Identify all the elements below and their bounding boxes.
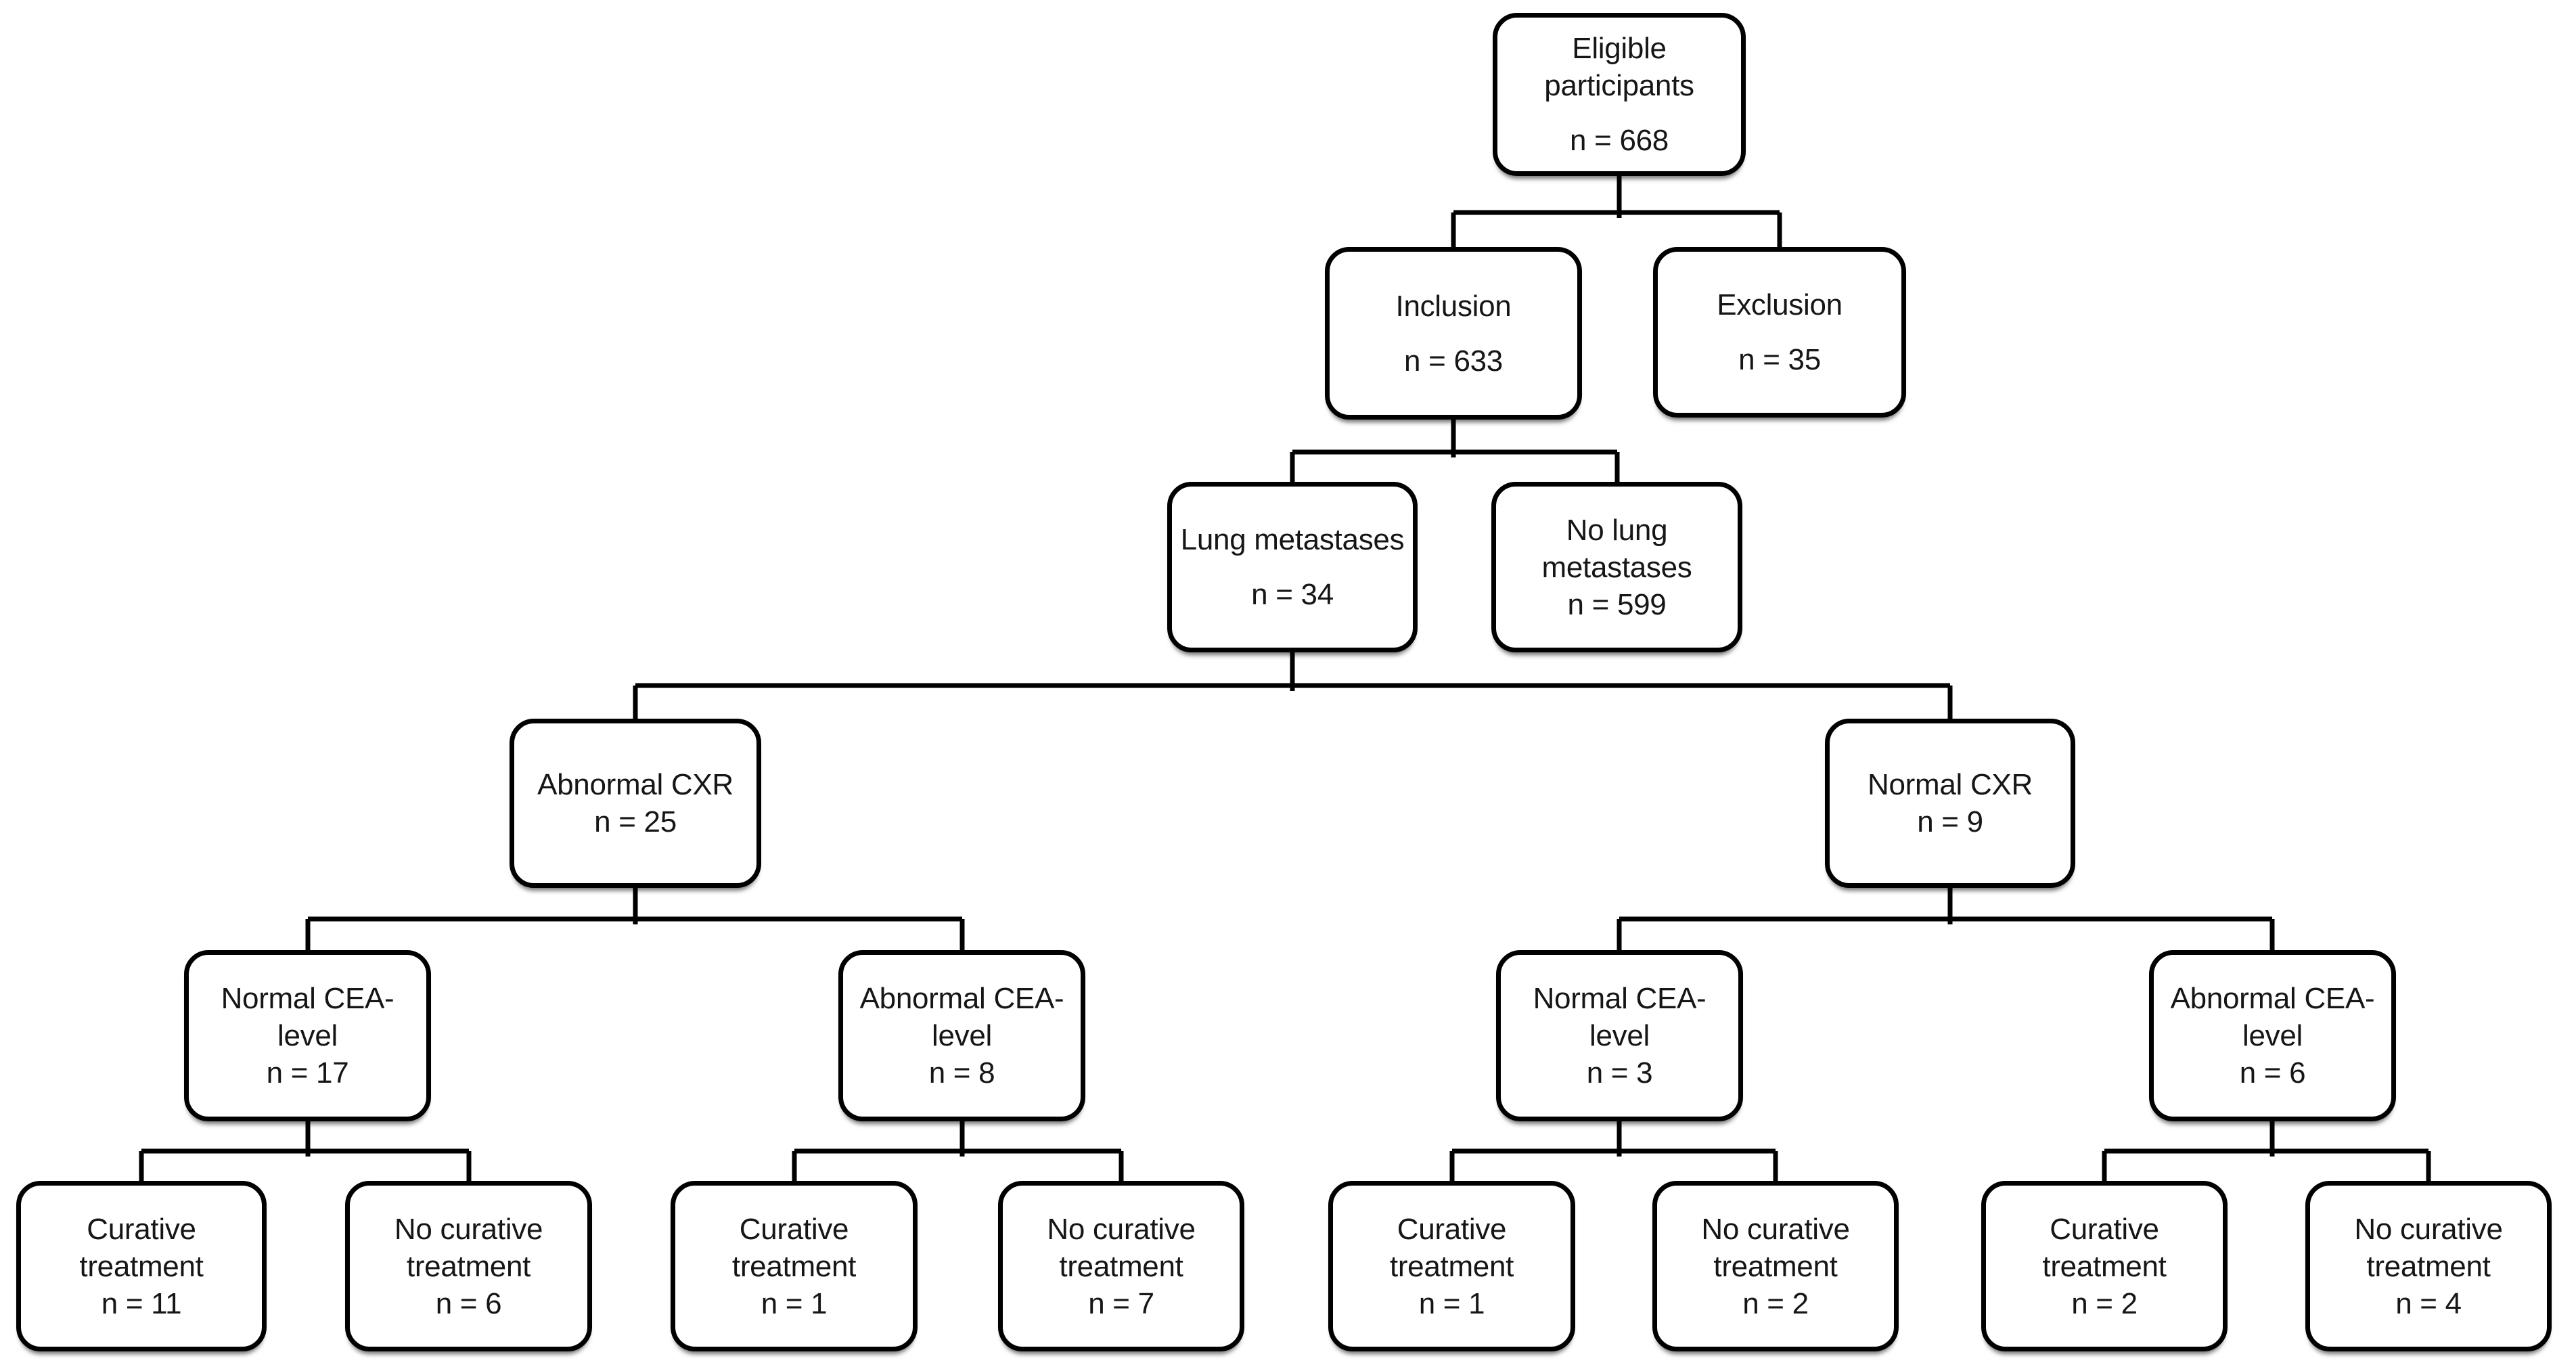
node-count: n = 17 <box>266 1056 349 1090</box>
connector-abnormal-cea-b-children <box>2102 1117 2431 1184</box>
node-label: Abnormal CEA-level <box>859 982 1064 1052</box>
node-count: n = 7 <box>1088 1286 1154 1320</box>
node-count: n = 4 <box>2395 1286 2462 1320</box>
node-normal-cea-level-left: Normal CEA-level n = 17 <box>184 950 431 1121</box>
connector-eligible-children <box>1451 171 1782 252</box>
node-count: n = 34 <box>1251 578 1334 611</box>
node-count: n = 1 <box>1418 1286 1485 1320</box>
connector-lung-children <box>633 648 1953 721</box>
node-label: No curative treatment <box>1047 1212 1196 1283</box>
node-no-curative-treatment-2: No curative treatment n = 7 <box>998 1181 1244 1351</box>
node-normal-cxr: Normal CXR n = 9 <box>1825 719 2075 888</box>
node-count: n = 6 <box>435 1286 502 1320</box>
node-count: n = 2 <box>2071 1286 2138 1320</box>
node-curative-treatment-3: Curative treatment n = 1 <box>1328 1181 1575 1351</box>
node-abnormal-cxr: Abnormal CXR n = 25 <box>510 719 761 888</box>
node-label: Abnormal CEA-level <box>2170 982 2375 1052</box>
node-no-curative-treatment-3: No curative treatment n = 2 <box>1652 1181 1899 1351</box>
node-count: n = 633 <box>1404 344 1503 378</box>
connector-inclusion-children <box>1290 418 1620 486</box>
node-no-curative-treatment-1: No curative treatment n = 6 <box>345 1181 592 1351</box>
connector-normal-cea-a-children <box>139 1117 472 1184</box>
node-count: n = 8 <box>928 1056 995 1090</box>
node-label: No lung metastases <box>1541 513 1692 584</box>
node-abnormal-cea-level-left: Abnormal CEA-level n = 8 <box>838 950 1085 1121</box>
node-count: n = 599 <box>1567 587 1667 621</box>
node-count: n = 25 <box>594 805 677 838</box>
node-label: Abnormal CXR <box>537 768 733 801</box>
node-inclusion: Inclusion n = 633 <box>1325 247 1582 420</box>
node-normal-cea-level-right: Normal CEA-level n = 3 <box>1496 950 1743 1121</box>
node-count: n = 35 <box>1738 343 1821 376</box>
node-label: Normal CEA-level <box>1533 982 1707 1052</box>
connector-abnormal-cea-a-children <box>792 1117 1124 1184</box>
connector-abnormal-cxr-children <box>305 884 965 953</box>
node-label: Curative treatment <box>731 1212 857 1283</box>
node-label: Normal CEA-level <box>221 982 394 1052</box>
node-label: No curative treatment <box>394 1212 543 1283</box>
node-label: Curative treatment <box>79 1212 204 1283</box>
node-count: n = 11 <box>101 1286 182 1320</box>
node-no-curative-treatment-4: No curative treatment n = 4 <box>2305 1181 2552 1351</box>
node-count: n = 3 <box>1586 1056 1653 1090</box>
node-label: Lung metastases <box>1180 523 1405 556</box>
node-count: n = 9 <box>1917 805 1983 838</box>
node-label: Curative treatment <box>1389 1212 1514 1283</box>
connector-normal-cxr-children <box>1617 884 2275 953</box>
node-label: Normal CXR <box>1868 768 2033 801</box>
node-eligible-participants: Eligible participants n = 668 <box>1493 13 1746 176</box>
node-label: Curative treatment <box>2042 1212 2167 1283</box>
node-curative-treatment-4: Curative treatment n = 2 <box>1981 1181 2228 1351</box>
node-lung-metastases: Lung metastases n = 34 <box>1167 482 1418 652</box>
node-count: n = 6 <box>2239 1056 2306 1090</box>
node-count: n = 668 <box>1570 124 1669 157</box>
node-count: n = 2 <box>1742 1286 1809 1320</box>
node-no-lung-metastases: No lung metastases n = 599 <box>1491 482 1742 652</box>
node-label: Exclusion <box>1717 288 1843 321</box>
connector-normal-cea-b-children <box>1449 1117 1778 1184</box>
node-exclusion: Exclusion n = 35 <box>1653 247 1906 418</box>
node-label: No curative treatment <box>1701 1212 1850 1283</box>
node-label: Inclusion <box>1395 289 1512 323</box>
node-count: n = 1 <box>761 1286 828 1320</box>
node-abnormal-cea-level-right: Abnormal CEA-level n = 6 <box>2149 950 2396 1121</box>
node-curative-treatment-2: Curative treatment n = 1 <box>671 1181 918 1351</box>
node-label: Eligible participants <box>1544 32 1694 102</box>
node-curative-treatment-1: Curative treatment n = 11 <box>16 1181 267 1351</box>
node-label: No curative treatment <box>2354 1212 2503 1283</box>
